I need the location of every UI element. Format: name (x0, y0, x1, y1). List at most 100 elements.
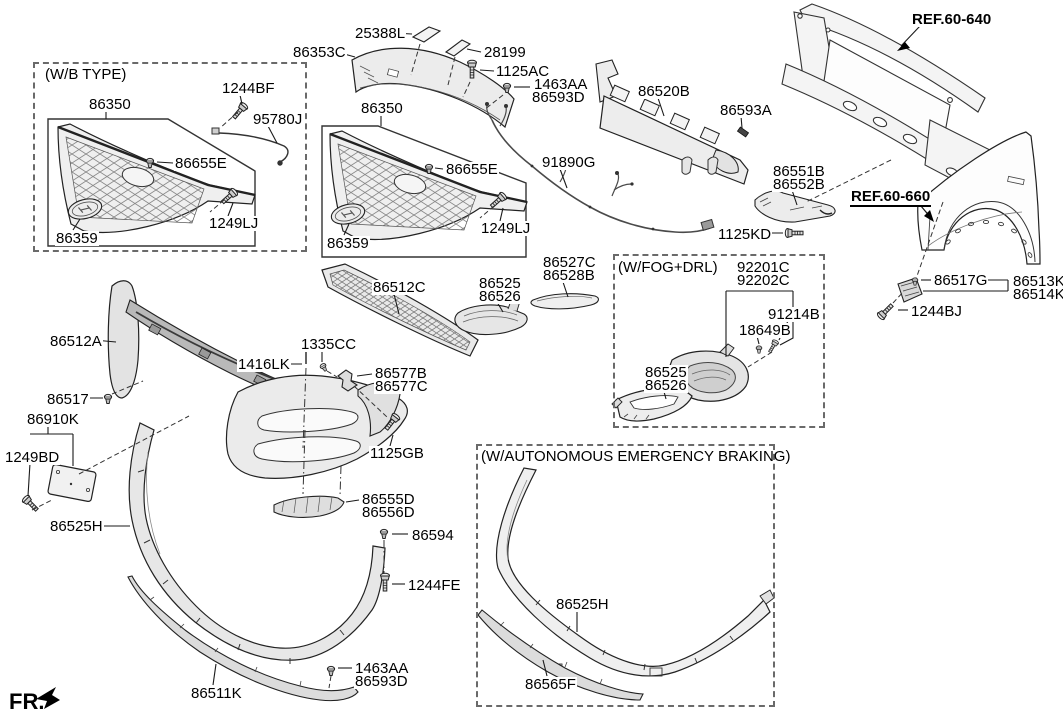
bolt-1249BD (20, 493, 41, 514)
side-moulding-86555D-drawing (273, 495, 345, 518)
cover-86353C-drawing (351, 47, 515, 129)
energy-absorber-86520B-drawing (595, 59, 749, 185)
aeb-box-label: (W/AUTONOMOUS EMERGENCY BRAKING) (481, 448, 791, 465)
part-label-l86528B[interactable]: 86528B (542, 267, 596, 284)
part-label-l86551B[interactable]: 86551B (772, 163, 826, 180)
part-label-l86525H_m[interactable]: 86525H (49, 518, 104, 535)
fog-drl-box-label: (W/FOG+DRL) (618, 259, 718, 276)
part-label-l86525_m[interactable]: 86525 (478, 275, 522, 292)
part-label-l25388L[interactable]: 25388L (354, 25, 407, 42)
part-label-l86512A[interactable]: 86512A (49, 333, 103, 350)
clip-86593A (736, 126, 750, 138)
part-label-l91890G[interactable]: 91890G (541, 154, 597, 171)
clip-1463AA-bottom (326, 665, 336, 676)
part-label-l86565F[interactable]: 86565F (524, 676, 577, 693)
bolt-1125KD (784, 228, 804, 238)
fr-direction-label: FR. (9, 689, 45, 714)
assembly-dashdot-lines (302, 367, 385, 574)
bolt-1244BJ (875, 301, 896, 322)
part-label-l95780J[interactable]: 95780J (252, 111, 304, 128)
part-label-l86527C[interactable]: 86527C (542, 254, 597, 271)
part-label-l92202C[interactable]: 92202C (736, 272, 791, 289)
side-bracket-86513K-drawing (897, 277, 923, 303)
part-label-l86350_c[interactable]: 86350 (360, 100, 404, 117)
clip-1335CC (318, 362, 329, 373)
part-label-l92201C[interactable]: 92201C (736, 259, 791, 276)
label-plate-28199 (444, 39, 472, 57)
part-label-l28199[interactable]: 28199 (483, 44, 527, 61)
part-label-l1244BJ[interactable]: 1244BJ (910, 303, 963, 320)
part-label-l86514K[interactable]: 86514K (1012, 287, 1063, 302)
part-label-l86593A[interactable]: 86593A (719, 102, 773, 119)
part-label-l86577B[interactable]: 86577B (374, 365, 428, 382)
part-label-l1416LK[interactable]: 1416LK (237, 356, 291, 373)
part-label-l86593D_bot[interactable]: 86593D (354, 673, 409, 690)
part-label-l1125KD[interactable]: 1125KD (717, 226, 773, 243)
front-lip-86511K-drawing (127, 575, 359, 702)
part-label-l86526_f[interactable]: 86526 (644, 377, 688, 394)
aeb-front-lip-drawing (477, 609, 644, 701)
part-label-l86525_f[interactable]: 86525 (644, 364, 688, 381)
grille-inner-box (321, 125, 527, 258)
part-label-ref660[interactable]: REF.60-660 (850, 188, 932, 207)
license-plate-bracket-drawing (47, 463, 97, 503)
part-label-l86353C[interactable]: 86353C (292, 44, 347, 61)
bracket-86577B-drawing (337, 369, 358, 392)
part-label-l86517[interactable]: 86517 (46, 391, 90, 408)
clip-86517 (103, 393, 113, 404)
part-label-l1249BD[interactable]: 1249BD (4, 449, 61, 466)
part-label-l86655E_wb[interactable]: 86655E (174, 155, 228, 172)
part-label-l1125GB[interactable]: 1125GB (369, 445, 425, 462)
part-label-l86350_wb[interactable]: 86350 (88, 96, 132, 113)
aeb-lower-cover-drawing (495, 467, 775, 677)
clip-86594 (379, 528, 389, 539)
part-label-l1463AA_top[interactable]: 1463AA (533, 76, 589, 93)
part-label-l86910K[interactable]: 86910K (26, 411, 80, 428)
part-label-l86517G[interactable]: 86517G (933, 272, 989, 289)
wb-type-inner-box (47, 118, 256, 247)
part-label-ref640[interactable]: REF.60-640 (911, 11, 993, 28)
part-label-l86577C[interactable]: 86577C (374, 378, 429, 395)
fr-direction-arrow (36, 687, 60, 709)
part-label-l1249LJ_wb[interactable]: 1249LJ (208, 215, 260, 232)
part-label-l86520B[interactable]: 86520B (637, 83, 691, 100)
part-label-l86555D[interactable]: 86555D (361, 491, 416, 508)
assembly-dashed-lines (31, 43, 944, 689)
wb-type-box (33, 62, 307, 252)
part-label-l1249LJ_c[interactable]: 1249LJ (480, 220, 532, 237)
part-label-l1335CC[interactable]: 1335CC (300, 336, 358, 353)
part-label-l86511K[interactable]: 86511K (190, 685, 243, 702)
part-label-l1125AC[interactable]: 1125AC (495, 63, 551, 80)
part-label-l86552B[interactable]: 86552B (772, 176, 826, 193)
front-end-module-drawing (781, 3, 991, 196)
part-label-l91214B[interactable]: 91214B (767, 306, 821, 323)
part-label-l18649B[interactable]: 18649B (738, 322, 792, 339)
part-label-l86526_m[interactable]: 86526 (478, 288, 522, 305)
part-label-l86556D[interactable]: 86556D (361, 504, 416, 521)
aeb-box (476, 444, 775, 707)
label-plate-25388L (411, 26, 442, 43)
wb-type-box-label: (W/B TYPE) (45, 66, 127, 83)
wiring-harness-91890G-drawing (485, 102, 715, 234)
part-label-l86594[interactable]: 86594 (411, 527, 455, 544)
front-fender-drawing (917, 131, 1041, 265)
air-guard-86551B-drawing (754, 190, 836, 223)
part-label-l86525H_a[interactable]: 86525H (555, 596, 610, 613)
bumper-lower-cover-drawing (128, 422, 386, 664)
fog-drl-box (613, 254, 825, 428)
part-label-l1463AA_bot[interactable]: 1463AA (354, 660, 410, 677)
part-label-l86359_wb[interactable]: 86359 (55, 230, 99, 247)
part-label-l86512C[interactable]: 86512C (372, 279, 427, 296)
part-label-l1244FE[interactable]: 1244FE (407, 577, 462, 594)
bumper-moulding-86527C-drawing (530, 293, 600, 310)
part-label-l86359_c[interactable]: 86359 (326, 235, 370, 252)
small-bracket-drawing (681, 156, 719, 175)
part-label-l86593D_top[interactable]: 86593D (531, 89, 586, 106)
part-label-l86513K[interactable]: 86513K (1012, 274, 1063, 289)
ref-arrowheads (897, 42, 934, 222)
wiring-95780J-drawing (211, 127, 289, 166)
part-label-l1244BF[interactable]: 1244BF (221, 80, 276, 97)
part-label-l86655E_c[interactable]: 86655E (445, 161, 499, 178)
